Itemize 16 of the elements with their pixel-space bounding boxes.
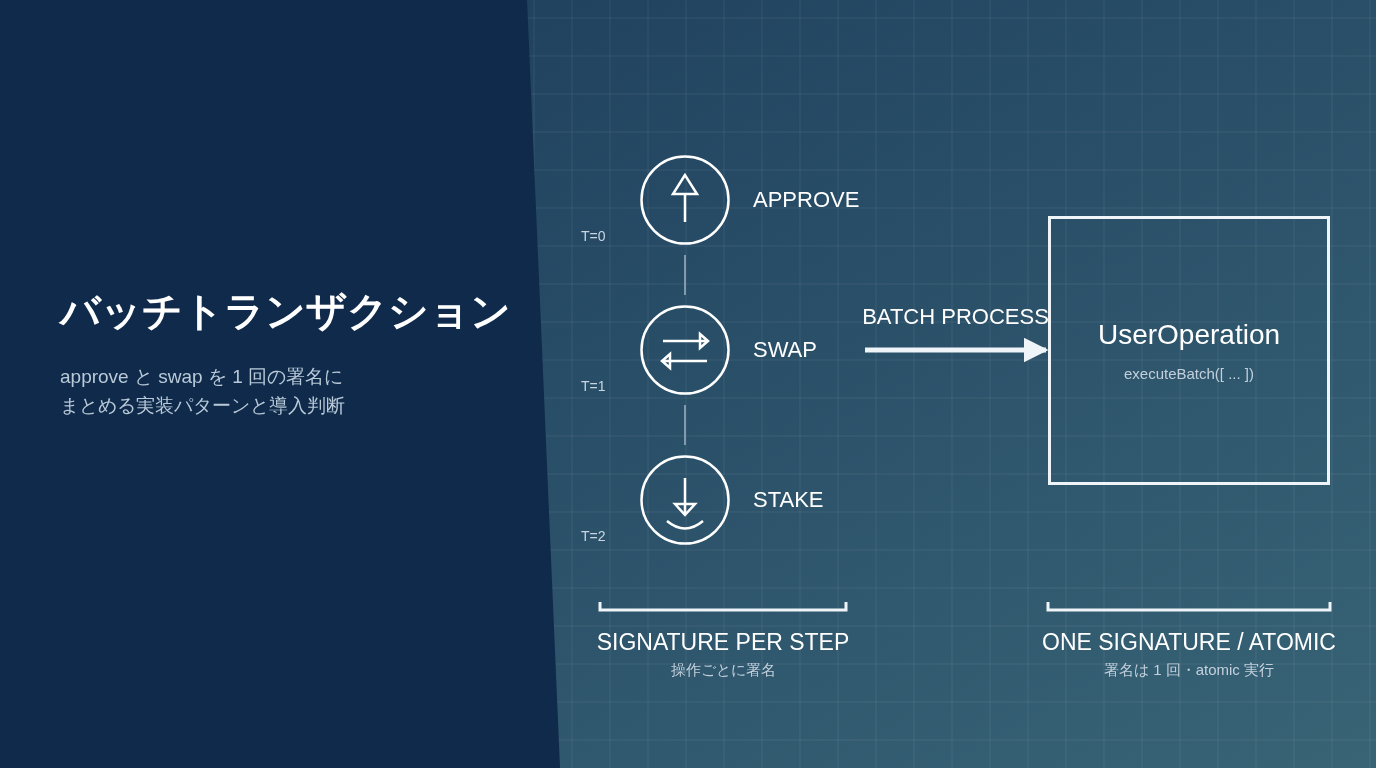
- edge-label: BATCH PROCESS: [862, 304, 1049, 330]
- time-label: T=0: [581, 228, 606, 244]
- time-label: T=1: [581, 378, 606, 394]
- step-label: APPROVE: [753, 187, 860, 213]
- function-call: executeBatch([ ... ]): [1123, 365, 1255, 382]
- subtitle: approve と swap を 1 回の署名にまとめる実装パターンと導入判断: [60, 365, 346, 419]
- step-label: STAKE: [753, 487, 824, 513]
- operation-box: [1048, 216, 1330, 485]
- section-note: 署名は 1 回・atomic 実行: [1104, 660, 1274, 680]
- title: バッチトランザクション: [60, 288, 511, 335]
- section-heading: SIGNATURE PER STEP: [596, 628, 850, 657]
- section-heading: ONE SIGNATURE / ATOMIC: [1042, 628, 1336, 657]
- box-title: UserOperation: [1097, 319, 1281, 351]
- section-note: 操作ごとに署名: [670, 660, 776, 680]
- step-label: SWAP: [753, 337, 817, 363]
- time-label: T=2: [581, 528, 606, 544]
